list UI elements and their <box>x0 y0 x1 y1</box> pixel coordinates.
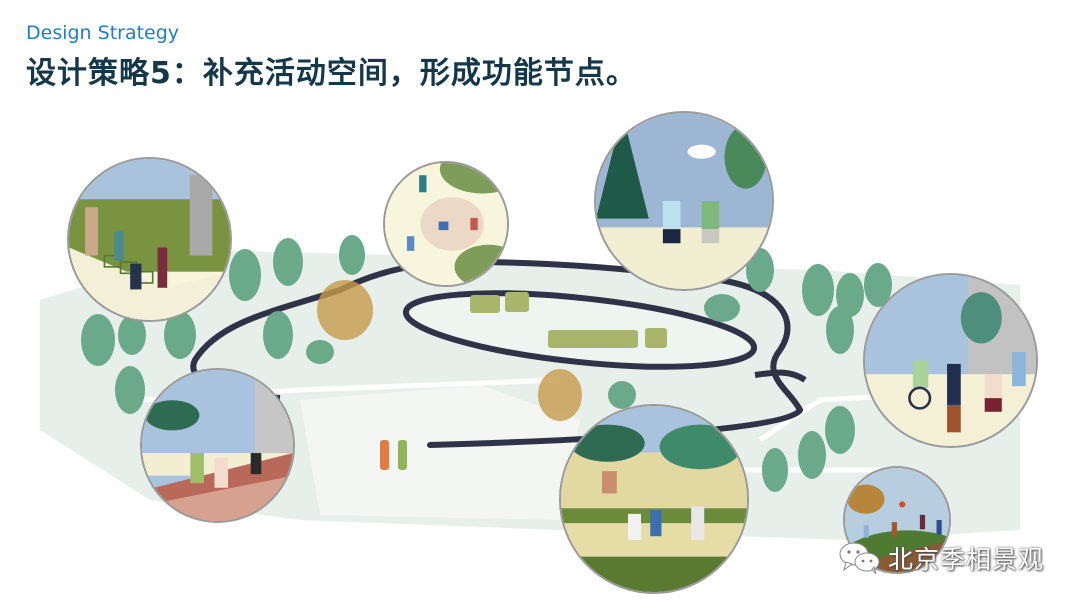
bubble-tai-chi-elders <box>594 111 774 291</box>
tai-chi-scene <box>596 113 772 289</box>
skateboard-scene <box>385 163 507 285</box>
bubble-children-hopscotch <box>67 157 232 322</box>
bubble-walking-path <box>140 368 295 523</box>
senior-scene <box>865 275 1036 446</box>
bubble-skateboard-plaza <box>383 161 509 287</box>
walking-scene <box>142 370 293 521</box>
bubble-garden-walk <box>559 404 749 594</box>
watermark-text: 北京季相景观 <box>888 545 1045 574</box>
watermark: 北京季相景观 <box>838 540 1044 576</box>
hopscotch-scene <box>69 159 230 320</box>
garden-scene <box>561 406 747 592</box>
wechat-icon <box>839 542 880 575</box>
bubble-senior-gathering <box>863 273 1038 448</box>
page-title: 设计策略5：补充活动空间，形成功能节点。 <box>26 56 637 91</box>
subtitle: Design Strategy <box>26 22 180 44</box>
